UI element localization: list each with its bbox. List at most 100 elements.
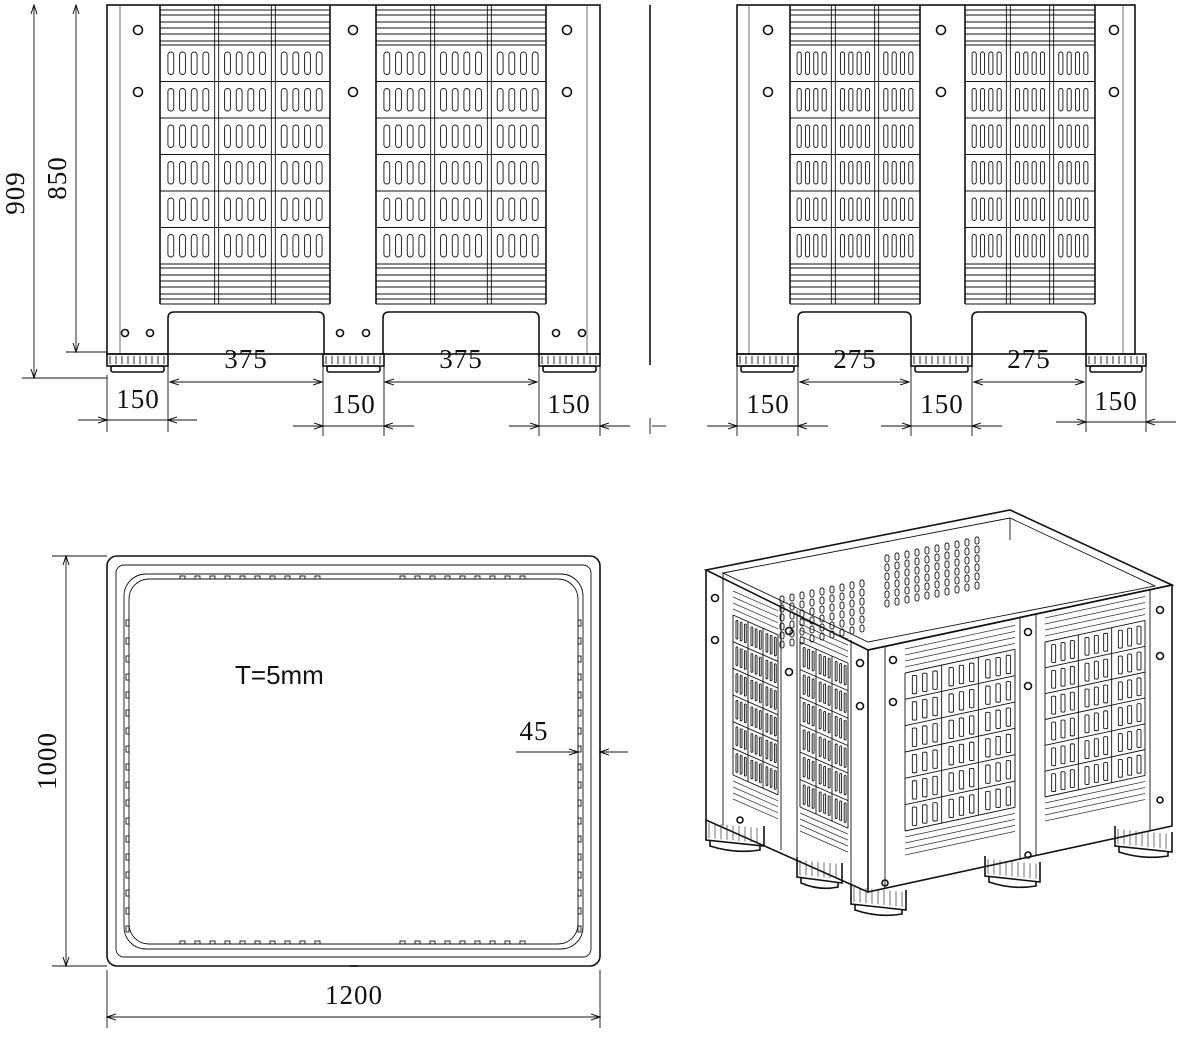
vent-slot xyxy=(834,688,838,709)
vent-slot xyxy=(969,689,975,709)
vent-slot xyxy=(406,161,414,185)
vent-slot xyxy=(1084,688,1090,708)
vent-slot xyxy=(813,124,819,148)
back-slot xyxy=(829,612,835,621)
vent-slot xyxy=(864,197,871,221)
vent-slot xyxy=(754,761,758,782)
vent-slot xyxy=(922,778,928,798)
vent-slot xyxy=(804,197,811,221)
foot-base xyxy=(1089,365,1143,373)
vent-slot xyxy=(475,197,482,221)
vent-slot xyxy=(818,791,822,812)
rim-slot xyxy=(399,575,406,580)
back-slot xyxy=(789,638,795,647)
vent-slot xyxy=(1005,707,1012,727)
vent-slot xyxy=(802,701,806,723)
vent-slot xyxy=(179,88,186,112)
vent-slot xyxy=(979,234,986,258)
back-slot xyxy=(944,560,950,569)
vent-slot xyxy=(932,775,938,796)
vent-slot xyxy=(848,161,854,185)
vent-slot xyxy=(304,88,311,112)
vent-slot xyxy=(883,161,889,185)
vent-slot xyxy=(932,802,938,822)
vent-slot xyxy=(995,735,1001,756)
back-slot xyxy=(829,630,835,639)
vent-slot xyxy=(1083,197,1089,221)
vent-slot xyxy=(202,197,210,221)
vent-slot xyxy=(1093,634,1099,654)
isometric-feet xyxy=(705,820,1173,917)
vent-slot xyxy=(1058,51,1064,75)
vent-slot xyxy=(988,88,994,112)
back-slot xyxy=(789,593,795,602)
rim-slot xyxy=(125,925,130,933)
vent-slot xyxy=(1084,766,1090,785)
vent-slot xyxy=(1039,234,1046,258)
vent-slot xyxy=(235,124,243,148)
back-slot xyxy=(819,605,825,614)
back-slot xyxy=(954,576,960,585)
vent-slot xyxy=(883,88,889,112)
vent-slot xyxy=(1103,658,1109,678)
vent-slot xyxy=(922,672,928,692)
dim-width: 1200 xyxy=(325,980,383,1010)
vent-slot xyxy=(813,234,819,258)
vent-slot xyxy=(202,234,210,258)
vent-slot xyxy=(406,197,414,221)
vent-slot xyxy=(1103,762,1109,781)
back-slot xyxy=(894,561,900,570)
vent-slot xyxy=(839,773,843,794)
vent-slot xyxy=(765,713,769,733)
vent-slot xyxy=(1069,717,1075,737)
vent-slot xyxy=(811,788,815,809)
vent-slot xyxy=(167,161,175,185)
back-slot xyxy=(964,565,970,574)
back-slot xyxy=(974,581,980,590)
rim-slot xyxy=(125,745,130,753)
vent-slot xyxy=(971,234,977,258)
vent-slot xyxy=(451,88,459,112)
dim-body-height: 850 xyxy=(42,156,72,200)
back-slot xyxy=(954,585,960,594)
vent-slot xyxy=(769,661,773,682)
vent-slot xyxy=(839,718,843,739)
vent-slot xyxy=(508,161,516,185)
vent-slot xyxy=(280,124,288,148)
vent-slot xyxy=(235,197,243,221)
vent-slot xyxy=(440,234,447,258)
vent-slot xyxy=(769,768,773,788)
vent-slot xyxy=(1014,161,1021,185)
vent-slot xyxy=(235,88,243,112)
back-slot xyxy=(934,553,940,562)
vent-slot xyxy=(848,88,854,112)
vent-slot xyxy=(811,760,815,782)
vent-slot xyxy=(834,661,838,682)
vent-slot xyxy=(750,653,754,673)
vent-slot xyxy=(1023,161,1029,185)
rim-slot xyxy=(254,940,261,945)
vent-slot xyxy=(496,234,504,258)
side-dim-foot-mid: 150 xyxy=(920,389,964,419)
vent-slot xyxy=(1127,627,1133,647)
vent-slot xyxy=(769,714,773,735)
foot-base xyxy=(542,365,597,373)
vent-slot xyxy=(167,124,175,148)
back-slot xyxy=(789,620,795,629)
vent-slot xyxy=(932,670,938,690)
vent-slot xyxy=(1117,681,1123,701)
foot-base xyxy=(709,840,761,853)
vent-slot xyxy=(383,197,391,221)
vent-slot xyxy=(839,663,843,684)
back-slot xyxy=(894,588,900,597)
vent-slot xyxy=(769,634,773,655)
vent-slot xyxy=(292,234,300,258)
vent-slot xyxy=(1074,51,1081,75)
rim-slot xyxy=(577,799,582,807)
vent-slot xyxy=(1058,161,1064,185)
back-slot xyxy=(904,559,910,568)
vent-slot xyxy=(508,234,516,258)
vent-slot xyxy=(1093,660,1099,680)
vent-slot xyxy=(1058,234,1064,258)
vent-slot xyxy=(769,688,773,708)
